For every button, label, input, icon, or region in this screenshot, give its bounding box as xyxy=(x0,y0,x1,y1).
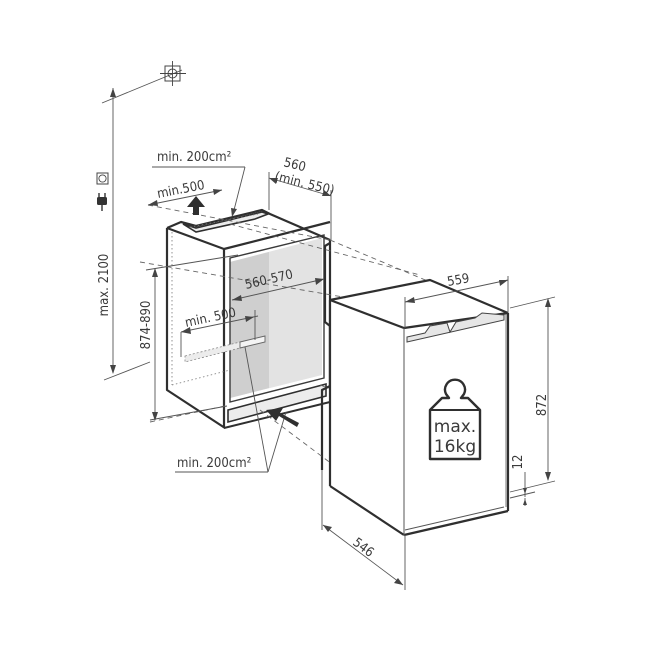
plinth-dimension xyxy=(509,472,536,506)
appliance-height-label: 872 xyxy=(535,394,550,416)
appliance-height-dimension xyxy=(509,296,556,493)
airflow-in-arrow-icon xyxy=(266,408,299,427)
niche-depth-label: 560 xyxy=(282,155,307,175)
niche-cabinet xyxy=(165,208,332,429)
plinth-label: 12 xyxy=(511,455,526,470)
socket-icon xyxy=(96,172,109,185)
plug-icon xyxy=(97,193,107,211)
ceiling-lamp-icon xyxy=(160,61,186,86)
door-load-max-label: max. xyxy=(434,417,476,437)
top-vent-area-leader xyxy=(152,166,246,217)
appliance-depth-dimension xyxy=(321,470,406,590)
appliance-width-label: 559 xyxy=(446,271,471,290)
niche-depth-dimension xyxy=(268,172,332,240)
airflow-up-arrow-icon xyxy=(187,196,205,215)
niche-trim xyxy=(320,242,332,470)
bottom-vent-depth-dimension xyxy=(180,310,259,357)
socket-max-height-label: max. 2100 xyxy=(97,254,112,317)
appliance-body xyxy=(328,278,510,537)
door-handle-strip xyxy=(406,312,505,343)
appliance-depth-label: 546 xyxy=(350,535,377,560)
bottom-vent-area-leader xyxy=(175,346,287,473)
top-vent-depth-dimension xyxy=(147,189,223,206)
niche-width-dimension xyxy=(231,278,325,301)
door-load-weight-label: 16kg xyxy=(434,437,476,457)
niche-height-dimension xyxy=(145,254,239,421)
niche-height-label: 874-890 xyxy=(139,301,154,350)
bottom-vent-area-label: min. 200cm² xyxy=(177,456,251,471)
weight-icon xyxy=(428,378,482,461)
appliance-width-dimension xyxy=(404,276,509,328)
niche-depth-min-label: (min. 550) xyxy=(273,169,336,198)
top-vent-area-label: min. 200cm² xyxy=(157,150,231,165)
